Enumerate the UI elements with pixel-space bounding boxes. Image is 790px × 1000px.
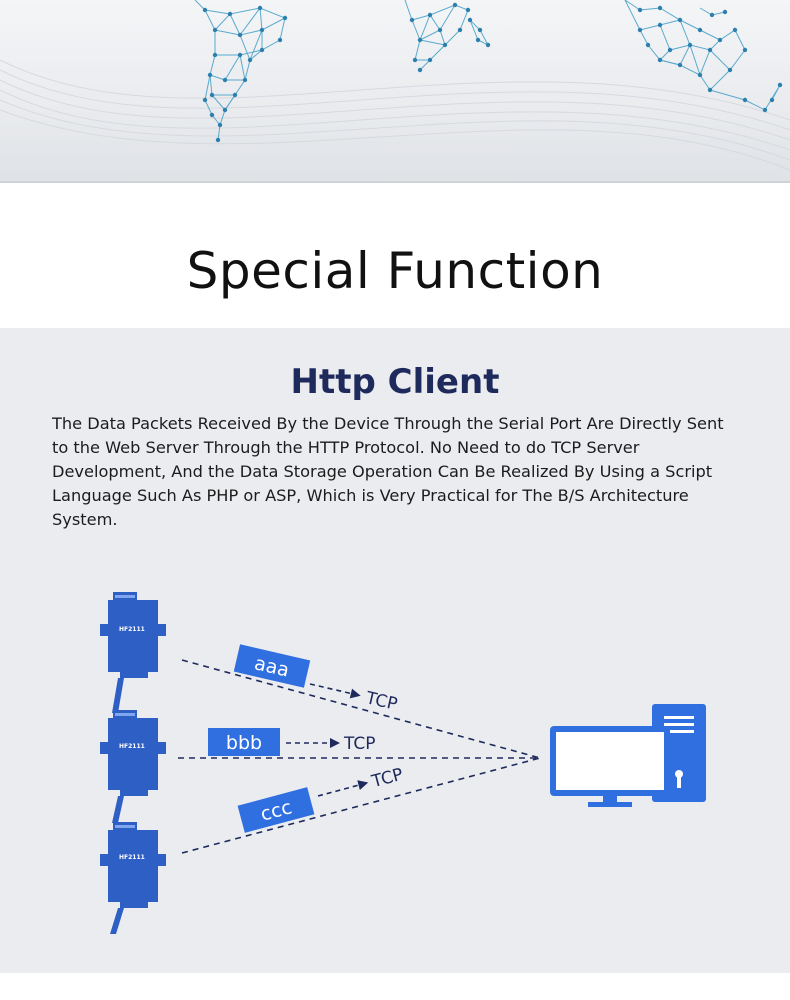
device-1-model: HF2111	[119, 626, 145, 633]
device-3-model: HF2111	[119, 854, 145, 861]
serial-device-2: HF2111	[100, 710, 166, 823]
title-band: Special Function	[0, 183, 790, 328]
serial-device-3: HF2111	[100, 822, 166, 934]
content-section: Http Client The Data Packets Received By…	[0, 328, 790, 973]
tcp-label-1: TCP	[363, 688, 399, 715]
section-title: Http Client	[290, 362, 500, 402]
tcp-label-3: TCP	[369, 765, 406, 793]
connection-line-3	[181, 757, 541, 854]
tcp-label-2: TCP	[343, 734, 376, 754]
tcp-arrow-3: TCP	[317, 765, 406, 797]
desktop-computer-icon	[550, 704, 706, 807]
banner-divider	[0, 181, 790, 183]
section-description: The Data Packets Received By the Device …	[52, 414, 724, 529]
connection-line-1	[181, 659, 541, 759]
monitor-screen	[556, 732, 664, 790]
serial-device-1: HF2111	[100, 592, 166, 713]
tcp-arrow-1: TCP	[309, 683, 399, 715]
packet-bbb-label: bbb	[226, 732, 262, 754]
world-map-banner	[0, 0, 790, 182]
packet-bbb: bbb	[208, 728, 280, 756]
packet-ccc: ccc	[237, 787, 315, 833]
page-title: Special Function	[186, 241, 604, 300]
packet-aaa: aaa	[233, 644, 311, 688]
bottom-strip	[0, 973, 790, 1000]
http-client-diagram: HF2111 HF2111 HF2111 aaa	[100, 592, 706, 934]
world-network-map-graphic	[0, 0, 790, 171]
tcp-arrow-2: TCP	[286, 734, 376, 754]
device-2-model: HF2111	[119, 743, 145, 750]
